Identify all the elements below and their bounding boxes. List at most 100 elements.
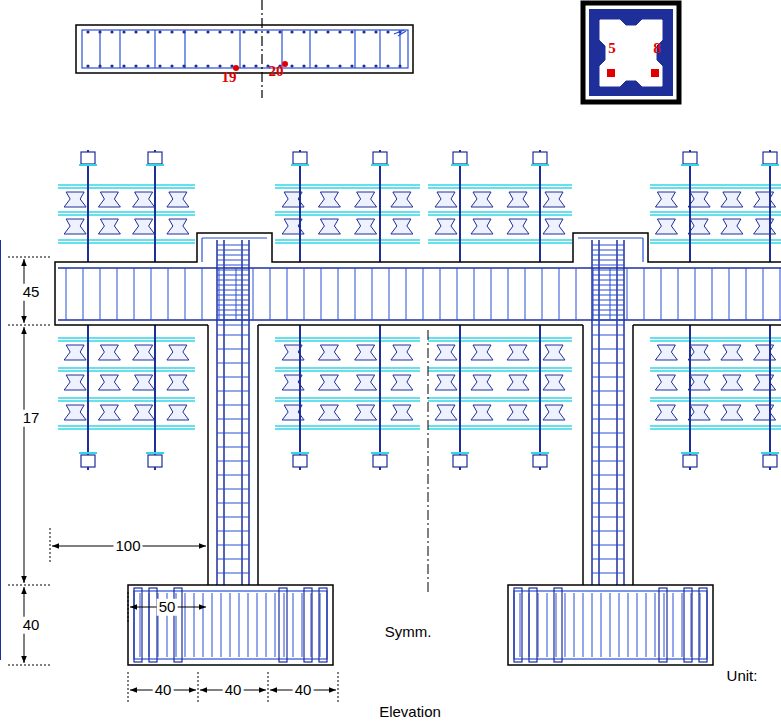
footing-stirrup xyxy=(601,593,602,657)
column-tie xyxy=(592,447,624,448)
column-tie xyxy=(592,405,624,406)
footing-stirrup xyxy=(266,593,267,657)
stirrup xyxy=(354,30,355,68)
column-rebar xyxy=(0,240,1,660)
steel-plate xyxy=(428,337,572,339)
column-tie xyxy=(592,433,624,434)
footing-stirrup xyxy=(664,593,665,657)
footing-stirrup xyxy=(691,593,692,657)
column-tie xyxy=(217,447,249,448)
beam-stirrup xyxy=(678,268,679,320)
steel-plate xyxy=(58,187,195,189)
beam-rebar xyxy=(58,319,781,321)
anchor-block xyxy=(688,375,710,390)
beam-stirrup xyxy=(355,268,356,320)
steel-plate xyxy=(428,214,572,216)
steel-plate xyxy=(275,184,420,186)
rebar-dot xyxy=(254,64,257,67)
column-outline xyxy=(632,325,634,585)
footing-stirrup xyxy=(700,593,701,657)
footing-stirrup xyxy=(275,593,276,657)
steel-plate xyxy=(428,397,572,399)
beam-stirrup xyxy=(151,268,152,320)
footing-stirrup xyxy=(212,593,213,657)
rebar-dot xyxy=(362,64,365,67)
column-tie xyxy=(217,315,249,316)
anchor-block xyxy=(318,375,340,390)
beam-stirrup xyxy=(134,268,135,320)
rebar-dot xyxy=(374,64,377,67)
footing-stirrup xyxy=(284,593,285,657)
dimension-value: 40 xyxy=(293,682,314,699)
steel-plate xyxy=(58,184,195,186)
footing-stirrup xyxy=(682,593,683,657)
dimension-arrow xyxy=(24,327,25,583)
column-tie xyxy=(217,475,249,476)
anchor-block xyxy=(355,405,377,420)
rebar-dot xyxy=(98,64,101,67)
rebar-dot xyxy=(206,30,209,33)
anchor-block xyxy=(435,405,457,420)
beam-stirrup xyxy=(185,268,186,320)
rebar-dot xyxy=(146,30,149,33)
column-tie xyxy=(592,285,624,286)
rod-nut xyxy=(763,455,777,467)
column-tie xyxy=(217,503,249,504)
anchor-block xyxy=(391,192,413,207)
rod-nut xyxy=(453,455,467,467)
footing-stirrup xyxy=(185,593,186,657)
beam-stirrup xyxy=(576,268,577,320)
rod-nut xyxy=(148,455,162,467)
section-concrete xyxy=(589,9,673,96)
beam-stirrup xyxy=(287,268,288,320)
beam-stirrup xyxy=(304,268,305,320)
rebar-dot xyxy=(278,30,281,33)
column-tie xyxy=(592,559,624,560)
steel-plate xyxy=(275,214,420,216)
steel-plate xyxy=(275,239,420,241)
rod-nut xyxy=(81,455,95,467)
beam-stirrup xyxy=(100,268,101,320)
tie-rod xyxy=(299,150,301,262)
rod-nut xyxy=(373,455,387,467)
beam-stirrup xyxy=(712,268,713,320)
beam-rebar xyxy=(58,267,781,269)
beam-stirrup xyxy=(423,268,424,320)
steel-plate xyxy=(428,340,572,342)
steel-plate xyxy=(428,370,572,372)
column-outline xyxy=(582,325,584,585)
beam-stirrup xyxy=(372,268,373,320)
anchor-block xyxy=(318,219,340,234)
rebar-dot xyxy=(182,30,185,33)
footing-stirrup xyxy=(194,593,195,657)
footing-outline xyxy=(128,585,333,665)
anchor-block xyxy=(507,375,529,390)
anchor-block xyxy=(64,405,86,420)
steel-plate xyxy=(275,367,420,369)
tie-rod xyxy=(689,150,691,262)
anchor-sleeve xyxy=(134,588,142,662)
anchor-block xyxy=(754,192,776,207)
beam-stirrup xyxy=(780,268,781,320)
anchor-block xyxy=(688,405,710,420)
stirrup xyxy=(281,30,282,68)
footing-rebar xyxy=(134,591,327,659)
rebar-dot xyxy=(374,30,377,33)
rebar-dot xyxy=(338,64,341,67)
anchor-block xyxy=(721,192,743,207)
rebar-dot xyxy=(194,30,197,33)
washer xyxy=(291,164,309,166)
beam-detail xyxy=(76,0,413,98)
footing-stirrup xyxy=(302,593,303,657)
cross-section xyxy=(583,3,679,102)
tie-rod xyxy=(299,325,301,470)
steel-plate xyxy=(428,367,572,369)
anchor-block xyxy=(471,219,493,234)
column-tie xyxy=(592,517,624,518)
gauge-number: 8 xyxy=(653,40,661,57)
steel-plate xyxy=(58,239,195,241)
column-tie xyxy=(592,315,624,316)
washer xyxy=(761,164,779,166)
anchor-block xyxy=(64,375,86,390)
column-tie xyxy=(217,349,249,350)
